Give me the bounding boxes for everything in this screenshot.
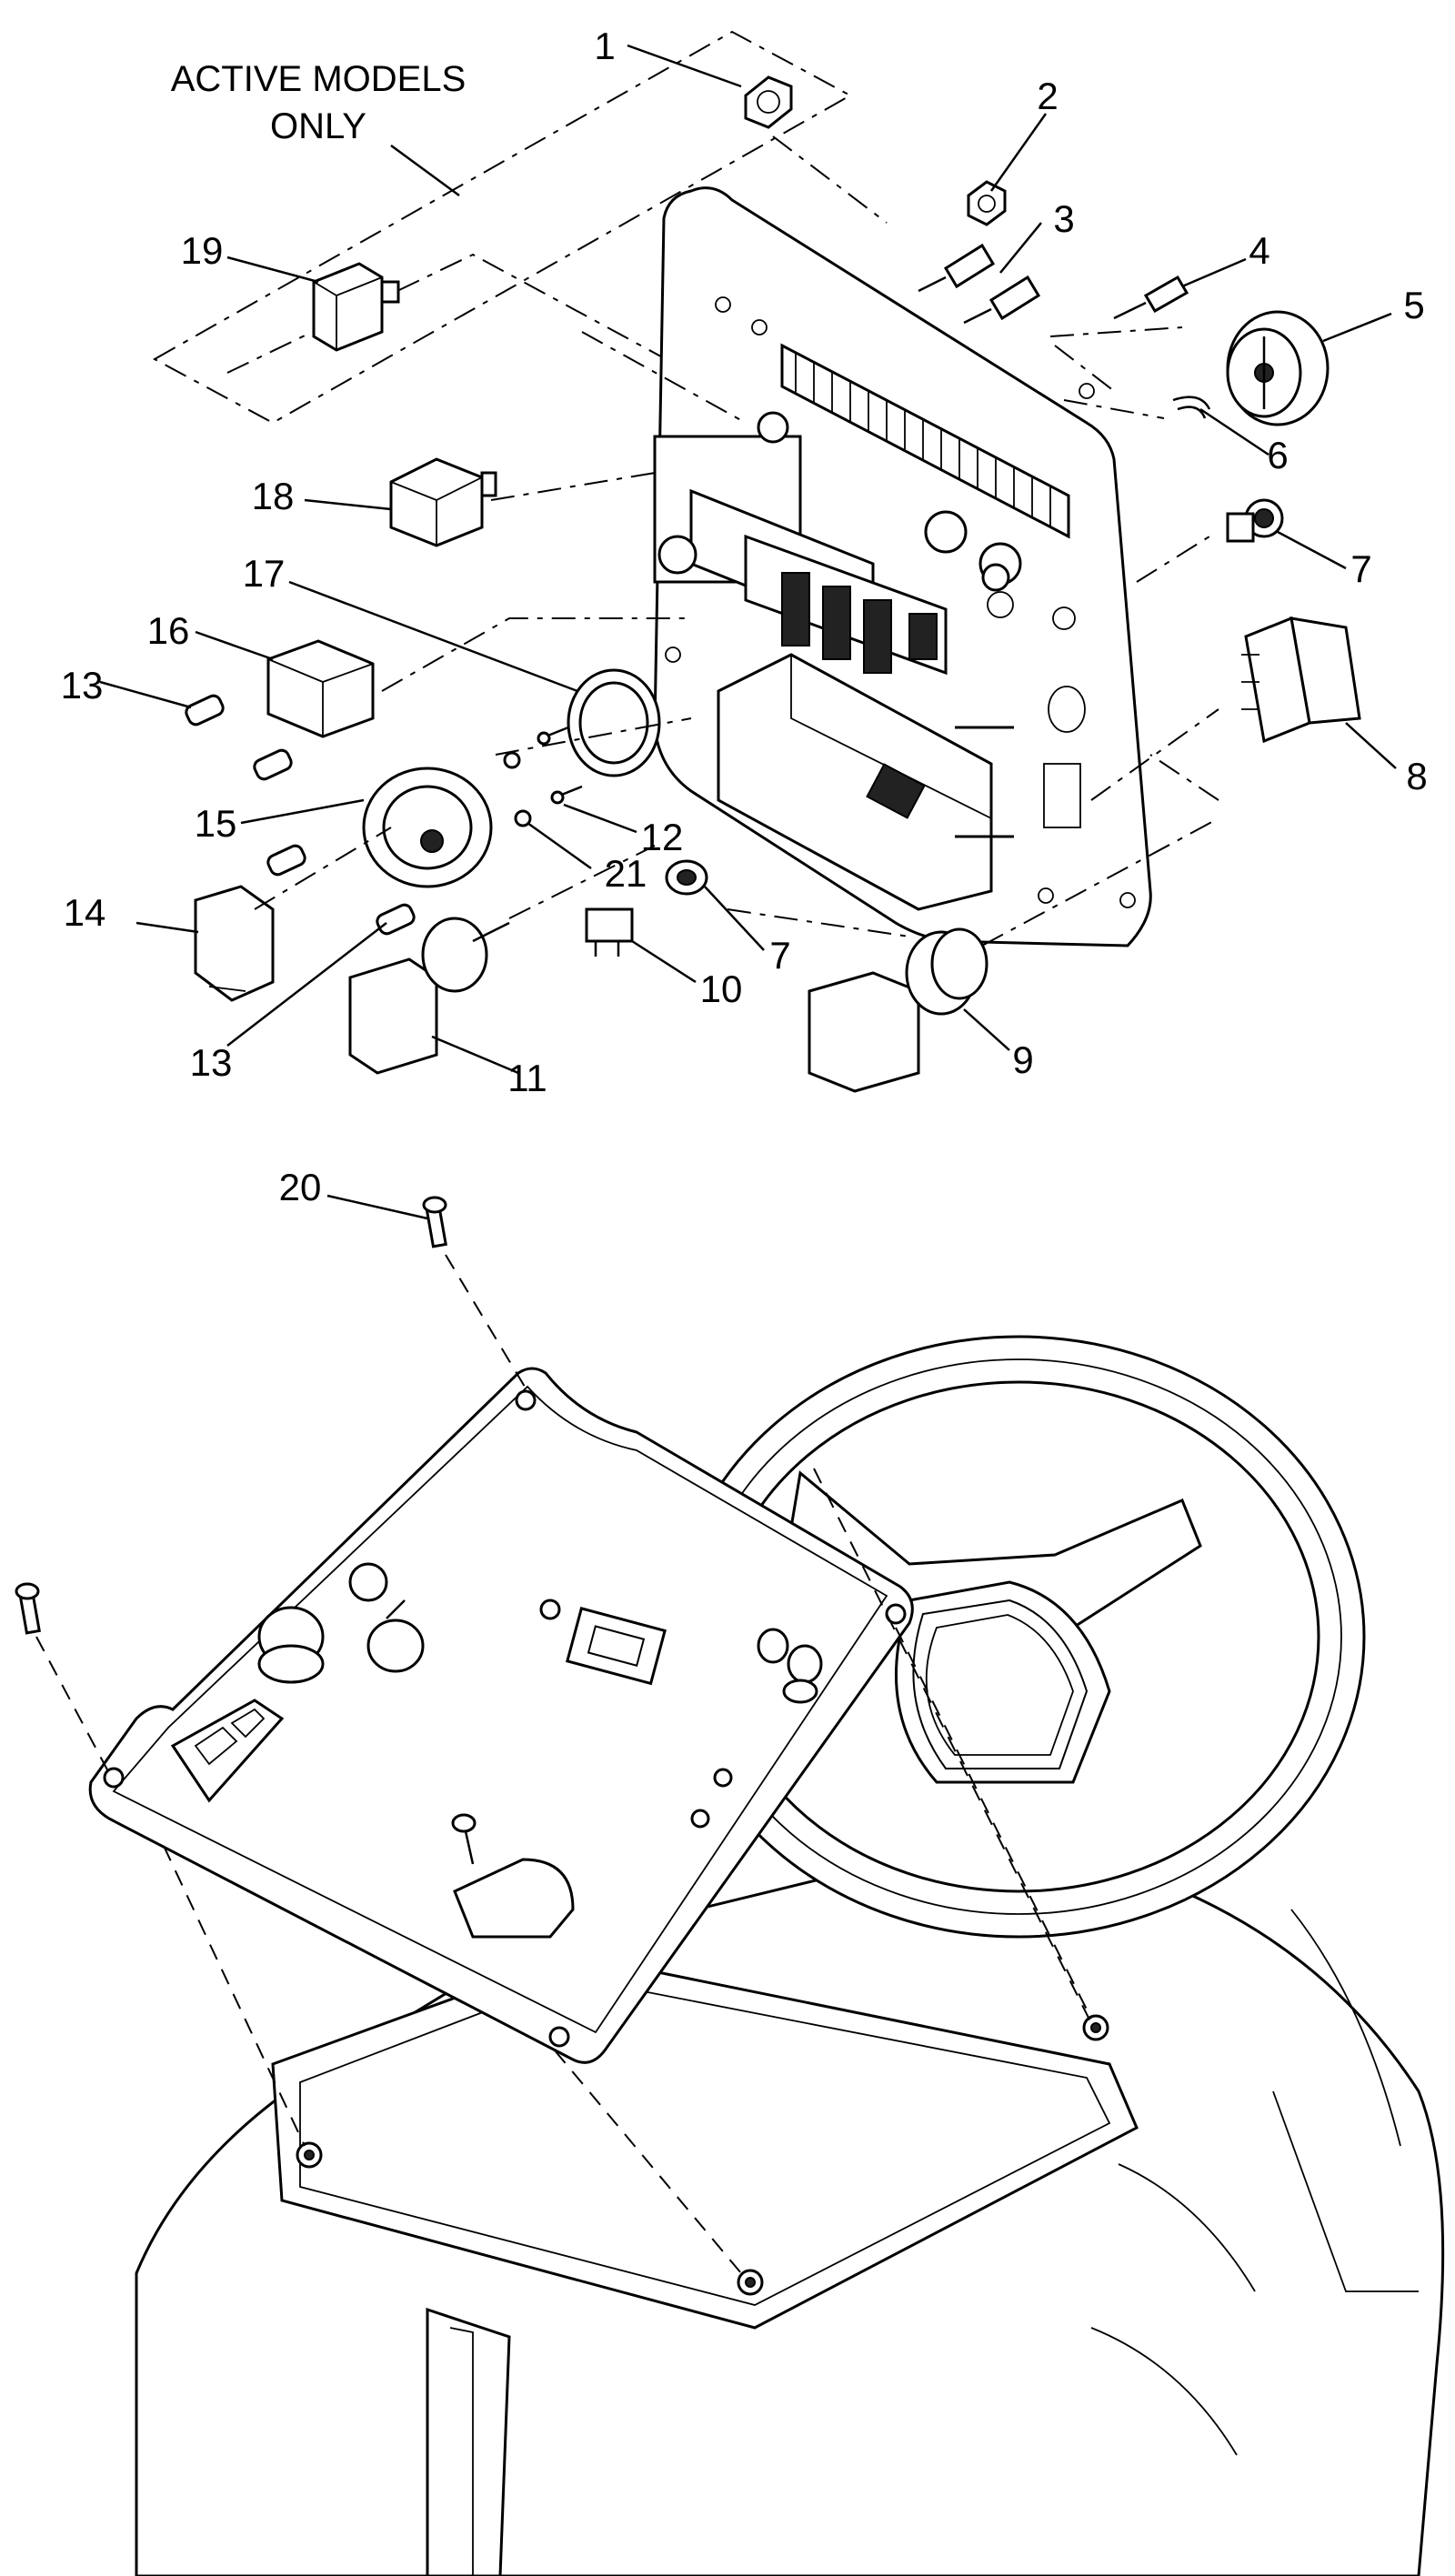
- part-12-screws: [537, 726, 583, 805]
- part-1-nut: [744, 75, 793, 129]
- note-line-2: ONLY: [270, 106, 366, 146]
- note-line-1: ACTIVE MODELS: [171, 59, 467, 99]
- callout-7-lower: 7: [769, 934, 790, 977]
- callout-1: 1: [594, 25, 615, 67]
- part-21-washers: [503, 751, 532, 827]
- part-5-hour-meter: [1226, 310, 1330, 426]
- callout-9: 9: [1012, 1038, 1033, 1081]
- part-19-relay: [312, 262, 400, 352]
- callout-8: 8: [1406, 755, 1427, 797]
- callout-numbers: 1 2 3 4 5 6 7 7 8 9 10 11 12 13 13 14 15…: [61, 25, 1428, 1208]
- callout-15: 15: [195, 802, 237, 845]
- part-10-connector: [585, 907, 634, 957]
- note-leader: [390, 144, 460, 197]
- part-14-switch: [194, 885, 275, 1002]
- active-models-boundary: [152, 30, 853, 425]
- part-6-clip: [1172, 396, 1211, 419]
- callout-20: 20: [279, 1166, 322, 1208]
- part-2-nut: [967, 180, 1007, 226]
- callout-21: 21: [605, 852, 647, 895]
- active-models-inner-boundary: [226, 253, 692, 374]
- terminal-strip: [780, 343, 1070, 539]
- callout-5: 5: [1403, 284, 1424, 326]
- part-7-grommet-upper: [1226, 498, 1284, 543]
- lower-guide-lines: [35, 1254, 1092, 2274]
- callout-18: 18: [252, 475, 295, 517]
- callout-19: 19: [181, 229, 224, 272]
- callout-6: 6: [1267, 434, 1288, 476]
- callout-13-upper: 13: [61, 664, 104, 707]
- part-13-standoffs: [185, 694, 416, 936]
- instrument-panel-cover: [88, 1367, 914, 2064]
- part-9-key-switch: [808, 927, 988, 1093]
- callout-17: 17: [243, 552, 286, 595]
- callout-14: 14: [64, 891, 106, 934]
- part-4-indicator-lamp: [1113, 275, 1189, 320]
- callout-7-upper: 7: [1350, 547, 1371, 590]
- callout-leaders: [99, 44, 1397, 1220]
- part-15-potentiometer: [362, 767, 493, 888]
- callout-2: 2: [1037, 75, 1058, 117]
- callout-13-lower: 13: [190, 1041, 233, 1084]
- callout-10: 10: [700, 967, 743, 1010]
- part-11-switch: [348, 917, 510, 1075]
- part-7-nut-lower: [665, 859, 708, 896]
- active-models-note: ACTIVE MODELS ONLY: [171, 59, 467, 197]
- callout-12: 12: [641, 816, 684, 858]
- upper-guide-lines: [254, 135, 1219, 947]
- callout-4: 4: [1249, 229, 1269, 272]
- plate-components: [653, 411, 1022, 676]
- part-8-rocker-switch: [1241, 616, 1361, 744]
- callout-3: 3: [1053, 197, 1074, 240]
- control-board: [717, 653, 1014, 911]
- callout-11: 11: [507, 1057, 547, 1099]
- part-17-seal-ring: [567, 668, 661, 777]
- part-3-indicator-lamps: [918, 243, 1041, 325]
- part-18-relay: [389, 457, 497, 547]
- callout-16: 16: [147, 609, 190, 652]
- part-16-relay: [266, 639, 375, 738]
